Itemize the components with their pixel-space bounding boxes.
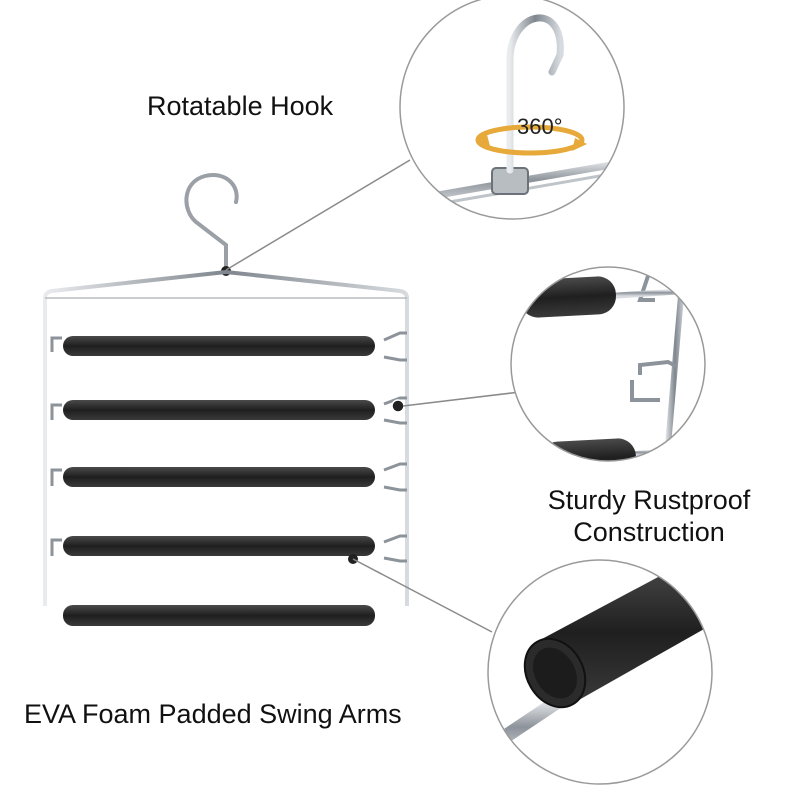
callout-sturdy-construction: Sturdy Rustproof Construction [524,484,774,548]
hanger-hook [184,173,239,270]
foam-arm [63,399,405,420]
hanger-main [43,173,409,626]
hanger-frame [43,269,409,606]
callout-rotatable-hook: Rotatable Hook [147,91,334,121]
detail-foam-circle [487,559,713,785]
leader-lines [225,159,521,633]
callout-foam-arms: EVA Foam Padded Swing Arms [24,699,402,729]
callout-sturdy-line1: Sturdy Rustproof [547,485,751,515]
foam-arm [63,536,398,564]
rotation-badge: 360° [517,114,563,139]
callout-sturdy-line2: Construction [573,517,725,547]
detail-construction-circle [510,266,706,462]
foam-arm [63,336,398,356]
foam-arm [45,605,407,626]
detail-hook-circle: 360° [399,0,625,220]
rotation-arrow-icon [475,124,585,156]
foam-arm [63,467,398,487]
